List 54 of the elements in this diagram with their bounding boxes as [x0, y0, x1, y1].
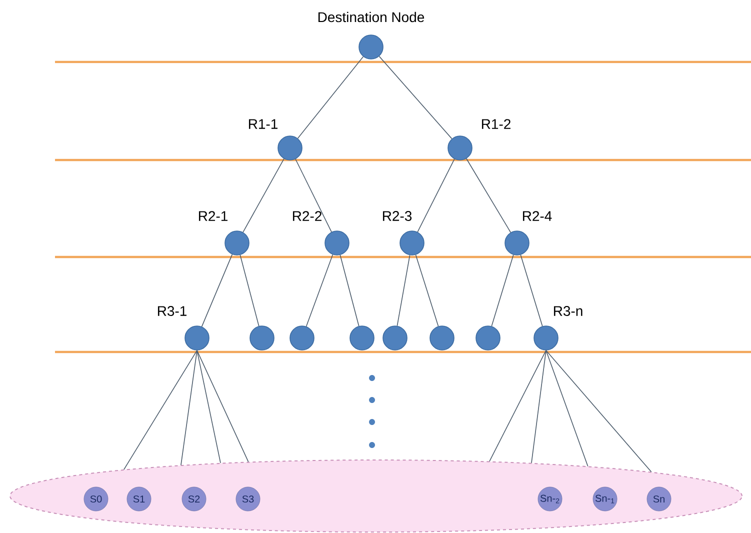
router-node: R2-1 [198, 211, 250, 256]
connector-line [201, 254, 233, 327]
connector-line [520, 254, 543, 327]
node-label: Destination Node [318, 12, 424, 22]
router-node [382, 326, 408, 350]
router-node: R2-4 [504, 211, 552, 256]
connector-line [491, 254, 514, 327]
connector-line [196, 350, 221, 464]
router-node: R2-3 [382, 211, 424, 256]
node-label: R1-2 [482, 119, 510, 129]
connector-line [546, 350, 652, 472]
node-label: R3-n [554, 306, 582, 316]
sensor-field-ellipse [10, 460, 742, 532]
sensor-node: Sn-$_{1}$ [592, 486, 618, 512]
router-node [430, 326, 454, 350]
router-node [290, 326, 314, 350]
router-node [476, 326, 500, 350]
connector-line [306, 254, 334, 327]
router-node: R1-2 [448, 119, 510, 160]
connector-line [240, 254, 260, 326]
connector-line [546, 350, 588, 467]
node-label: R1-1 [248, 119, 278, 129]
router-node: R3-1 [158, 306, 210, 350]
connector-line [242, 158, 284, 233]
connector-line [531, 350, 546, 464]
sensor-node: S0 [84, 486, 108, 512]
connector-line [466, 158, 512, 233]
connector-line [180, 350, 198, 466]
node-label: R3-1 [158, 306, 186, 316]
connector-line [415, 254, 439, 327]
connector-line [417, 158, 455, 232]
router-node: Destination Node [318, 12, 424, 60]
router-node [350, 326, 374, 350]
node-label: R2-2 [292, 211, 322, 221]
node-label: R2-4 [522, 211, 552, 221]
router-node: R1-1 [248, 119, 302, 160]
connector-line [124, 350, 198, 470]
node-label: R2-1 [198, 211, 228, 221]
sensor-node: S2 [182, 486, 206, 512]
connector-line [489, 350, 546, 462]
node-label: R2-3 [382, 211, 412, 221]
connector-line [378, 56, 452, 140]
sensor-node: Sn [646, 486, 672, 512]
router-node: R3-n [534, 306, 582, 350]
connector-line [340, 254, 360, 326]
connector-line [297, 56, 364, 139]
sensor-node: S1 [126, 486, 152, 512]
connector-line [396, 254, 410, 326]
connector-line [196, 350, 249, 462]
router-node: R2-2 [292, 211, 350, 256]
router-node [250, 326, 274, 350]
sensor-node: S3 [236, 486, 260, 512]
connector-line [295, 158, 332, 232]
sensor-node: Sn-$_{2}$ [538, 486, 562, 512]
